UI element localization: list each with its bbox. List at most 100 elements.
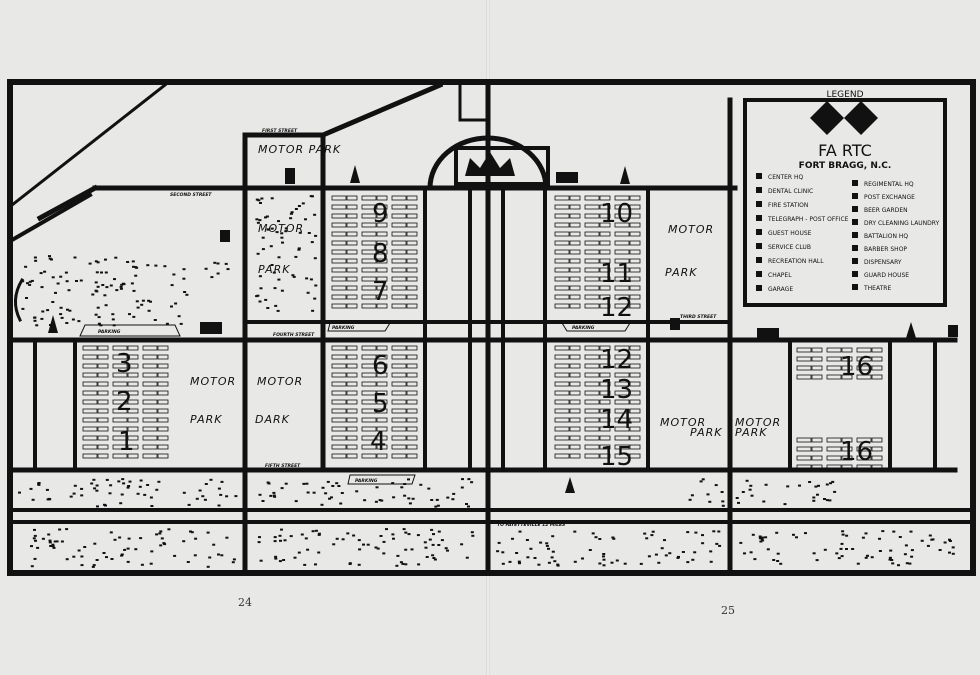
tree-mark (256, 221, 260, 224)
tree-mark (761, 539, 765, 542)
tree-mark (437, 544, 441, 546)
tree-mark (216, 272, 220, 275)
tree-mark (282, 559, 286, 561)
tree-mark (80, 555, 84, 558)
barracks-building (584, 303, 600, 309)
tree-mark (269, 245, 273, 248)
tree-mark (226, 268, 230, 271)
tree-mark (281, 241, 284, 244)
barracks-building (629, 240, 641, 246)
tree-mark (47, 497, 51, 500)
barracks-building (346, 372, 358, 378)
tree-mark (101, 284, 105, 286)
tree-mark (255, 198, 259, 201)
tree-mark (694, 531, 698, 534)
regiment-number: 1 (118, 427, 135, 457)
barracks-building (584, 285, 600, 291)
barracks-building (127, 399, 139, 405)
tree-mark (274, 555, 278, 558)
barracks-building (856, 464, 872, 470)
beer-garden-icon (670, 318, 680, 330)
tree-mark (66, 308, 69, 311)
barracks-building (142, 453, 158, 459)
fayetteville-road-label: TO FAYETTEVILLE 12 MILES (497, 522, 565, 528)
tree-mark (714, 484, 718, 487)
tree-mark (815, 559, 819, 562)
tree-mark (739, 541, 743, 544)
tree-mark (173, 554, 177, 557)
tree-mark (186, 561, 190, 563)
legend-icon (756, 173, 762, 179)
tree-mark (120, 493, 124, 496)
tree-mark (93, 487, 97, 490)
tree-mark (427, 487, 431, 490)
motor-label: MOTOR (257, 375, 303, 388)
tree-mark (35, 324, 39, 327)
tree-mark (174, 302, 178, 305)
barracks-building (554, 231, 570, 237)
tree-mark (49, 545, 53, 547)
barracks-building (376, 390, 388, 396)
barracks-building (346, 267, 358, 273)
tree-mark (132, 289, 136, 292)
barracks-building (569, 285, 581, 291)
barracks-building (331, 399, 347, 405)
tree-mark (94, 289, 98, 292)
barracks-building (569, 363, 581, 369)
barracks-building (796, 437, 812, 443)
parking-label: PARKING (98, 329, 121, 335)
legend-item: DENTAL CLINIC (768, 188, 813, 195)
tree-mark (951, 546, 955, 549)
tree-mark (51, 301, 55, 303)
tree-mark (303, 563, 307, 566)
tree-mark (163, 265, 167, 268)
barracks-building (554, 453, 570, 459)
barracks-building (569, 303, 581, 309)
tree-mark (32, 537, 36, 540)
tree-mark (31, 498, 35, 501)
barracks-building (406, 372, 418, 378)
tree-mark (204, 267, 208, 270)
barracks-building (142, 426, 158, 432)
tree-mark (159, 544, 163, 547)
tree-mark (232, 558, 236, 561)
barracks-building (629, 204, 641, 210)
tree-mark (355, 490, 359, 493)
theatre-icon (757, 328, 779, 339)
tree-mark (72, 492, 76, 495)
tree-mark (709, 550, 713, 553)
barracks-building (629, 345, 641, 351)
tree-mark (602, 564, 606, 567)
barracks-building (142, 354, 158, 360)
tree-mark (261, 248, 265, 251)
barracks-building (331, 213, 347, 219)
barracks-building (599, 267, 611, 273)
barracks-building (629, 294, 641, 300)
tree-mark (297, 247, 301, 250)
tree-mark (904, 544, 908, 547)
barracks-building (376, 444, 388, 450)
tree-mark (33, 319, 37, 322)
barracks-building (361, 240, 377, 246)
barracks-building (142, 408, 158, 414)
legend-item: GUEST HOUSE (768, 230, 812, 237)
regiment-number: 7 (372, 277, 389, 307)
tree-mark (408, 502, 412, 505)
barracks-building (346, 294, 358, 300)
barracks-building (376, 222, 388, 228)
tree-mark (109, 531, 113, 534)
tree-mark (224, 262, 228, 265)
tree-mark (258, 300, 262, 303)
tree-mark (24, 265, 28, 268)
tree-mark (776, 560, 780, 562)
barracks-building (346, 354, 358, 360)
tree-mark (95, 559, 99, 561)
tree-mark (149, 300, 152, 303)
barracks-building (346, 240, 358, 246)
tree-mark (83, 546, 87, 548)
tree-mark (294, 255, 298, 258)
regiment-number: 16 (840, 352, 873, 382)
tree-mark (864, 532, 868, 535)
tree-mark (465, 503, 468, 505)
tree-mark (903, 553, 907, 556)
